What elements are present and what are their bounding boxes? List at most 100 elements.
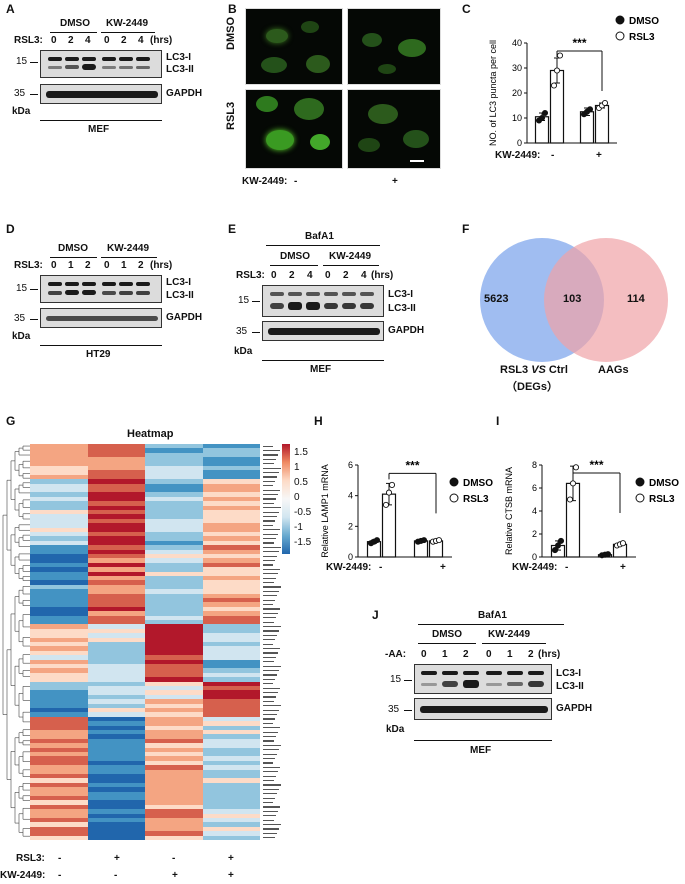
heatmap-cell [30, 699, 88, 704]
lc3i-label: LC3-I [166, 277, 191, 288]
gapdh-blot [262, 321, 384, 341]
y-tick-label: 6 [532, 483, 537, 493]
heatmap-cell [145, 813, 203, 819]
heatmap-cell [30, 501, 88, 506]
heatmap-cell [30, 659, 88, 665]
gene-label [263, 485, 273, 487]
heatmap-cell [202, 664, 260, 669]
heatmap-cell [30, 730, 88, 735]
heatmap-cell [202, 769, 260, 775]
lc3ii-label: LC3-II [388, 303, 416, 314]
gene-label [263, 837, 275, 839]
heatmap-cell [87, 712, 145, 718]
heatmap-cell [202, 501, 260, 506]
heatmap-cell [30, 633, 88, 638]
gene-label [263, 586, 281, 588]
time-label: 2 [85, 260, 91, 271]
heatmap-cell [87, 677, 145, 682]
data-point [566, 496, 574, 503]
heatmap-cell [87, 448, 145, 454]
time-label: 1 [68, 260, 74, 271]
heatmap-cell [30, 646, 88, 652]
micrograph-dmso-plus [347, 8, 441, 85]
mw-marker: 35 [14, 313, 26, 324]
heatmap-cell [145, 488, 203, 493]
gene-label [263, 546, 281, 549]
minus-sign: - [379, 562, 383, 573]
y-tick-label: 10 [512, 113, 522, 123]
heatmap-cell [202, 699, 260, 704]
kw-label: KW-2449 [107, 243, 150, 254]
panel-label: H [314, 414, 323, 428]
dmso-label: DMSO [432, 629, 462, 640]
heatmap-cell [87, 796, 145, 801]
heatmap-cell [87, 606, 145, 612]
heatmap-cell [145, 571, 203, 577]
gene-label [263, 722, 273, 725]
heatmap-cell [87, 716, 145, 722]
rsl3-label: RSL3: [16, 853, 45, 864]
heatmap-cell [30, 655, 88, 660]
gene-label [263, 709, 279, 711]
heatmap-cell [87, 527, 145, 533]
colorbar-tick: 0 [294, 492, 300, 503]
gene-label [263, 639, 275, 641]
heatmap-cell [202, 659, 260, 665]
time-label: 2 [528, 649, 534, 660]
time-label: 0 [104, 35, 110, 46]
panel-label: A [6, 2, 15, 16]
heatmap-cell [30, 483, 88, 489]
heatmap-cell [87, 501, 145, 506]
lc3-blot [262, 285, 384, 317]
heatmap-cell [87, 650, 145, 656]
cell-line-label: MEF [88, 124, 110, 135]
heatmap-cell [30, 576, 88, 581]
heatmap-cell [30, 681, 88, 687]
heatmap-cell [145, 725, 203, 731]
gapdh-blot [40, 308, 162, 328]
heatmap-cell [145, 760, 203, 766]
heatmap-cell [30, 488, 88, 493]
y-tick-label: 0 [348, 552, 353, 562]
heatmap-cell [87, 584, 145, 590]
heatmap-cell [30, 452, 88, 458]
plus-sign: + [620, 562, 626, 573]
gene-label [263, 753, 277, 755]
heatmap-cell [145, 452, 203, 458]
heatmap-cell [202, 796, 260, 801]
heatmap-cell [30, 518, 88, 524]
heatmap-cell [145, 518, 203, 524]
heatmap-cell [87, 734, 145, 740]
heatmap-cell [87, 752, 145, 757]
gene-label [263, 819, 274, 821]
heatmap-cell [30, 461, 88, 467]
heatmap-cell [30, 826, 88, 832]
time-label: 0 [421, 649, 427, 660]
gene-label [263, 493, 278, 496]
gene-label [263, 467, 281, 469]
gene-label [263, 788, 279, 791]
lc3i-label: LC3-I [556, 668, 581, 679]
heatmap-cell [202, 690, 260, 696]
heatmap-cell [145, 466, 203, 471]
heatmap-cell [87, 822, 145, 828]
mw-marker: 35 [14, 88, 26, 99]
heatmap-cell [87, 571, 145, 577]
heatmap-cell [202, 765, 260, 770]
gene-label [263, 612, 278, 615]
heatmap-cell [30, 813, 88, 819]
time-label: 0 [271, 270, 277, 281]
gene-label [263, 599, 275, 601]
heatmap-cell [145, 562, 203, 568]
gene-label [263, 793, 277, 795]
heatmap-cell [87, 518, 145, 524]
panel-label: D [6, 222, 15, 236]
dmso-label: DMSO [60, 18, 90, 29]
heatmap-cell [145, 474, 203, 480]
time-label: 0 [325, 270, 331, 281]
gene-label [263, 581, 274, 584]
heatmap-cell [145, 778, 203, 784]
time-label: 2 [463, 649, 469, 660]
heatmap-cell [145, 628, 203, 634]
kw-label: KW-2449: [0, 870, 46, 881]
